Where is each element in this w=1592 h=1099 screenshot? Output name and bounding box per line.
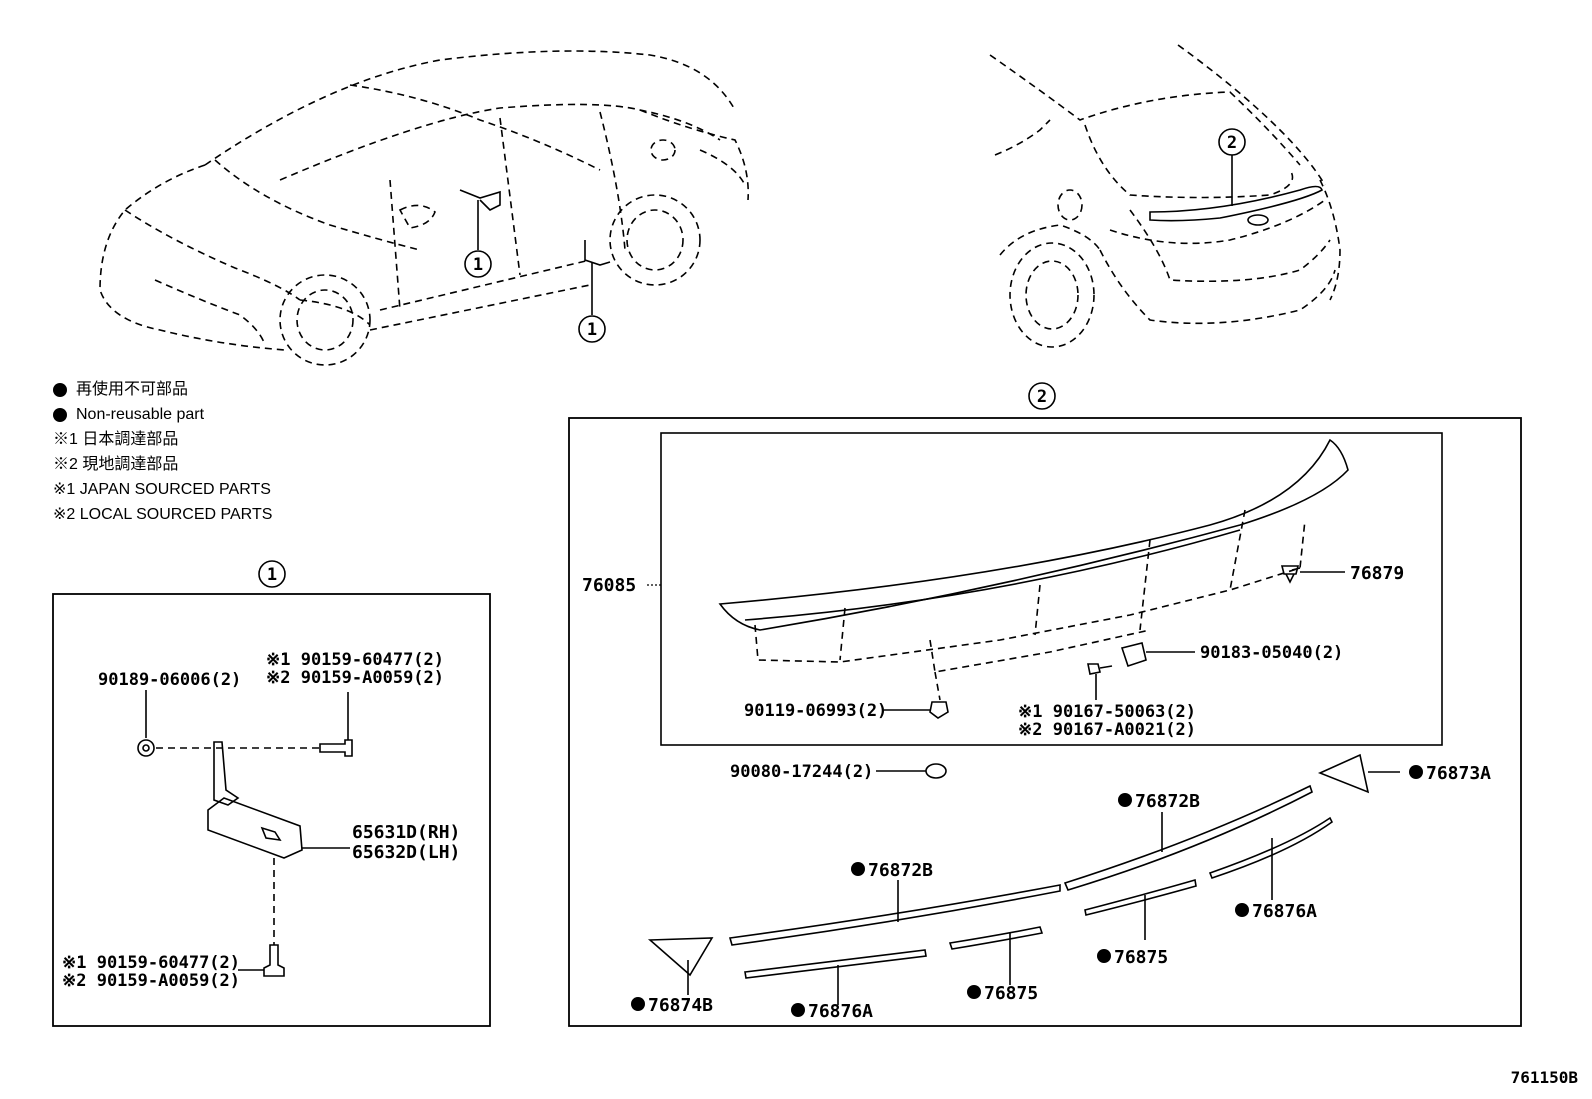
svg-text:76874B: 76874B bbox=[648, 995, 713, 1016]
label-tape-76875-mid: 76875 bbox=[967, 983, 1038, 1004]
label-nut-90183: 90183-05040(2) bbox=[1200, 643, 1343, 663]
svg-text:2: 2 bbox=[1037, 387, 1047, 407]
legend-text: ※1 JAPAN SOURCED PARTS bbox=[53, 481, 271, 498]
label-clip-90189: 90189-06006(2) bbox=[98, 670, 241, 690]
legend-note1-jp: ※1 日本調達部品 bbox=[53, 427, 272, 452]
section-1-frame bbox=[52, 593, 491, 1027]
svg-text:1: 1 bbox=[473, 255, 483, 275]
label-tape-76874b: 76874B bbox=[631, 995, 713, 1016]
label-clip-90119: 90119-06993(2) bbox=[744, 701, 887, 721]
legend-text: ※2 現地調達部品 bbox=[53, 456, 179, 473]
svg-text:76873A: 76873A bbox=[1426, 763, 1491, 784]
label-tape-76875-right: 76875 bbox=[1097, 947, 1168, 968]
car-front-view bbox=[99, 50, 750, 366]
legend-note2-en: ※2 LOCAL SOURCED PARTS bbox=[53, 502, 272, 527]
label-tape-76872b-left: 76872B bbox=[851, 860, 933, 881]
filled-dot-icon bbox=[53, 382, 67, 397]
callout-ref2-rear: 2 bbox=[1218, 128, 1246, 156]
svg-text:76872B: 76872B bbox=[868, 860, 933, 881]
legend-text: ※1 日本調達部品 bbox=[53, 431, 179, 448]
callout-ref1-sill: 1 bbox=[578, 315, 606, 343]
label-tape-76873a: 76873A bbox=[1409, 763, 1491, 784]
svg-text:2: 2 bbox=[1227, 133, 1237, 153]
legend-text: 再使用不可部品 bbox=[76, 381, 189, 398]
section-2-frame bbox=[568, 417, 1522, 1027]
label-screw-90167-jp: ※1 90167-50063(2) bbox=[1018, 702, 1196, 722]
legend: 再使用不可部品 Non-reusable part ※1 日本調達部品 ※2 現… bbox=[53, 377, 272, 527]
filled-dot-icon bbox=[53, 407, 67, 422]
label-spoiler-76085: 76085 bbox=[582, 575, 636, 596]
label-plate-lh: 65632D(LH) bbox=[352, 842, 460, 863]
svg-text:76872B: 76872B bbox=[1135, 791, 1200, 812]
legend-non-reusable-en: Non-reusable part bbox=[53, 402, 272, 427]
label-screw-bottom-local: ※2 90159-A0059(2) bbox=[62, 971, 240, 991]
section-2-callout: 2 bbox=[1028, 382, 1056, 410]
label-tape-76872b-upper: 76872B bbox=[1118, 791, 1200, 812]
car-rear-view bbox=[989, 44, 1341, 348]
section-2-parts bbox=[647, 438, 1400, 1005]
label-screw-90167-local: ※2 90167-A0021(2) bbox=[1018, 720, 1196, 740]
legend-text: Non-reusable part bbox=[76, 406, 205, 423]
label-screw-bottom-jp: ※1 90159-60477(2) bbox=[62, 953, 240, 973]
svg-text:76875: 76875 bbox=[1114, 947, 1168, 968]
label-tape-76876a-left: 76876A bbox=[791, 1001, 873, 1022]
section-2-inner-frame bbox=[660, 432, 1443, 746]
label-screw-top-jp: ※1 90159-60477(2) bbox=[266, 650, 444, 670]
section-1-callout: 1 bbox=[258, 560, 286, 588]
svg-text:1: 1 bbox=[587, 320, 597, 340]
figure-code: 761150B bbox=[1510, 1068, 1578, 1087]
label-screw-top-local: ※2 90159-A0059(2) bbox=[266, 668, 444, 688]
label-clip-76879: 76879 bbox=[1350, 563, 1404, 584]
svg-text:76876A: 76876A bbox=[1252, 901, 1317, 922]
svg-text:76875: 76875 bbox=[984, 983, 1038, 1004]
legend-note1-en: ※1 JAPAN SOURCED PARTS bbox=[53, 477, 272, 502]
section-1-parts bbox=[137, 690, 353, 977]
label-tape-76876a-right: 76876A bbox=[1235, 901, 1317, 922]
label-plate-rh: 65631D(RH) bbox=[352, 822, 460, 843]
svg-text:76876A: 76876A bbox=[808, 1001, 873, 1022]
legend-note2-jp: ※2 現地調達部品 bbox=[53, 452, 272, 477]
callout-ref1-front: 1 bbox=[464, 250, 492, 278]
legend-non-reusable-jp: 再使用不可部品 bbox=[53, 377, 272, 402]
legend-text: ※2 LOCAL SOURCED PARTS bbox=[53, 506, 273, 523]
svg-text:1: 1 bbox=[267, 565, 277, 585]
label-grommet-90080: 90080-17244(2) bbox=[730, 762, 873, 782]
